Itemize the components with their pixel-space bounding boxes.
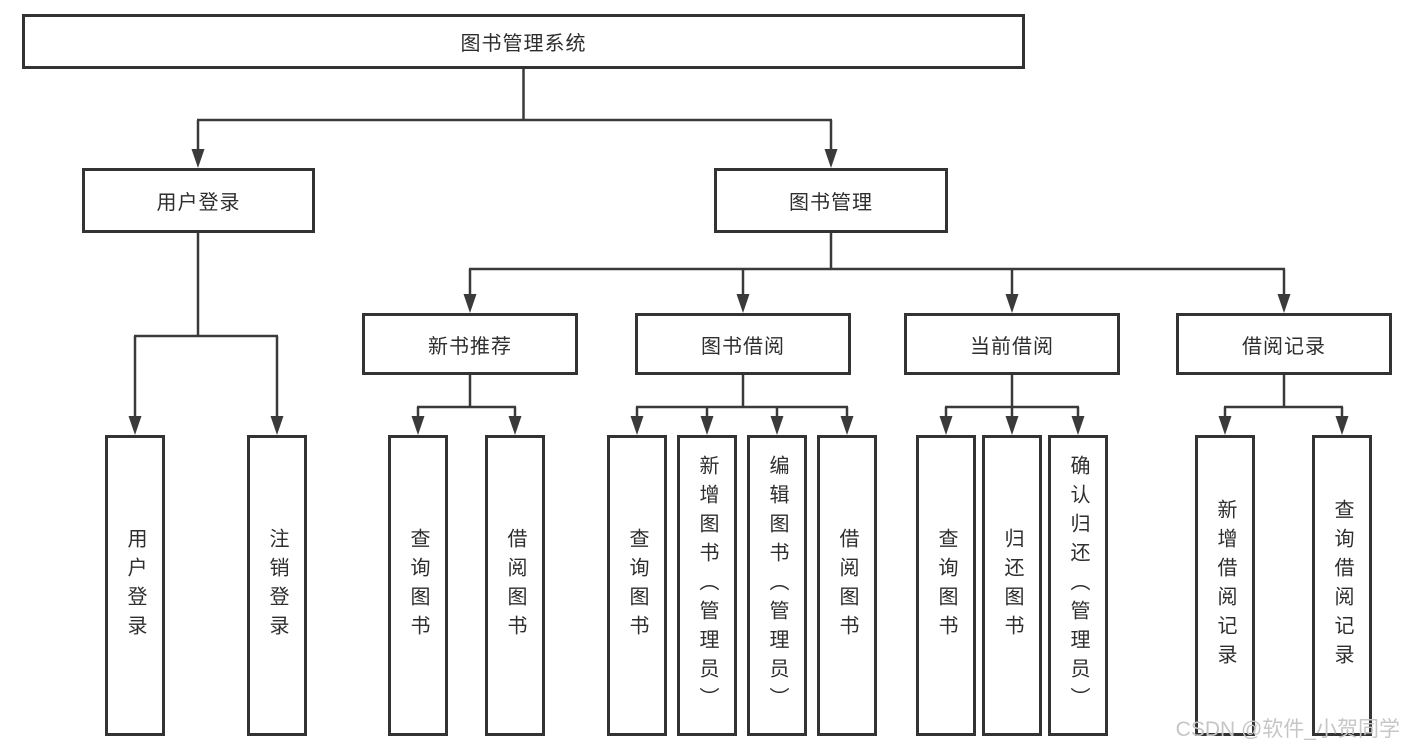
node-label: 新增借阅记录 [1214, 498, 1236, 673]
csdn-watermark: CSDN @软件_小贺同学 [1175, 718, 1400, 741]
node-label: 用户登录 [156, 192, 241, 214]
node-label: 图书管理 [789, 192, 873, 214]
node-edit-books-admin: 编辑图书（管理员） [747, 435, 807, 736]
node-user-login-action: 用户登录 [105, 435, 165, 736]
node-label: 借阅图书 [504, 527, 526, 644]
node-label: 确认归还（管理员） [1067, 455, 1089, 716]
node-label: 当前借阅 [970, 335, 1054, 358]
node-query-books-borrowing: 查询图书 [607, 435, 667, 736]
node-query-books-current: 查询图书 [916, 435, 976, 736]
node-label: 图书管理系统 [460, 33, 587, 55]
node-label: 借阅图书 [836, 527, 858, 644]
node-label: 查询借阅记录 [1331, 498, 1353, 673]
node-confirm-return-admin: 确认归还（管理员） [1048, 435, 1108, 736]
node-user-login: 用户登录 [82, 168, 315, 233]
node-label: 查询图书 [407, 527, 429, 644]
node-query-books-recommend: 查询图书 [388, 435, 448, 736]
node-label: 新增图书（管理员） [696, 455, 718, 716]
node-label: 图书借阅 [701, 335, 785, 358]
node-new-book-recommendation: 新书推荐 [362, 313, 578, 375]
node-query-borrow-record: 查询借阅记录 [1312, 435, 1372, 736]
node-book-borrowing: 图书借阅 [635, 313, 851, 375]
node-label: 查询图书 [935, 527, 957, 644]
node-label: 用户登录 [124, 527, 146, 644]
node-add-books-admin: 新增图书（管理员） [677, 435, 737, 736]
node-label: 查询图书 [626, 527, 648, 644]
tree-edges [133, 69, 1344, 419]
node-borrow-books-recommend: 借阅图书 [485, 435, 545, 736]
node-label: 编辑图书（管理员） [766, 455, 788, 716]
node-book-management: 图书管理 [714, 168, 948, 233]
node-borrow-books-borrowing: 借阅图书 [817, 435, 877, 736]
node-label: 归还图书 [1001, 527, 1023, 644]
node-label: 注销登录 [266, 527, 288, 644]
node-add-borrow-record: 新增借阅记录 [1195, 435, 1255, 736]
node-label: 借阅记录 [1242, 335, 1326, 358]
node-logout-action: 注销登录 [247, 435, 307, 736]
node-return-books: 归还图书 [982, 435, 1042, 736]
node-current-borrowing: 当前借阅 [904, 313, 1120, 375]
node-library-management-system: 图书管理系统 [22, 14, 1025, 69]
node-borrowing-records: 借阅记录 [1176, 313, 1392, 375]
node-label: 新书推荐 [428, 335, 512, 358]
